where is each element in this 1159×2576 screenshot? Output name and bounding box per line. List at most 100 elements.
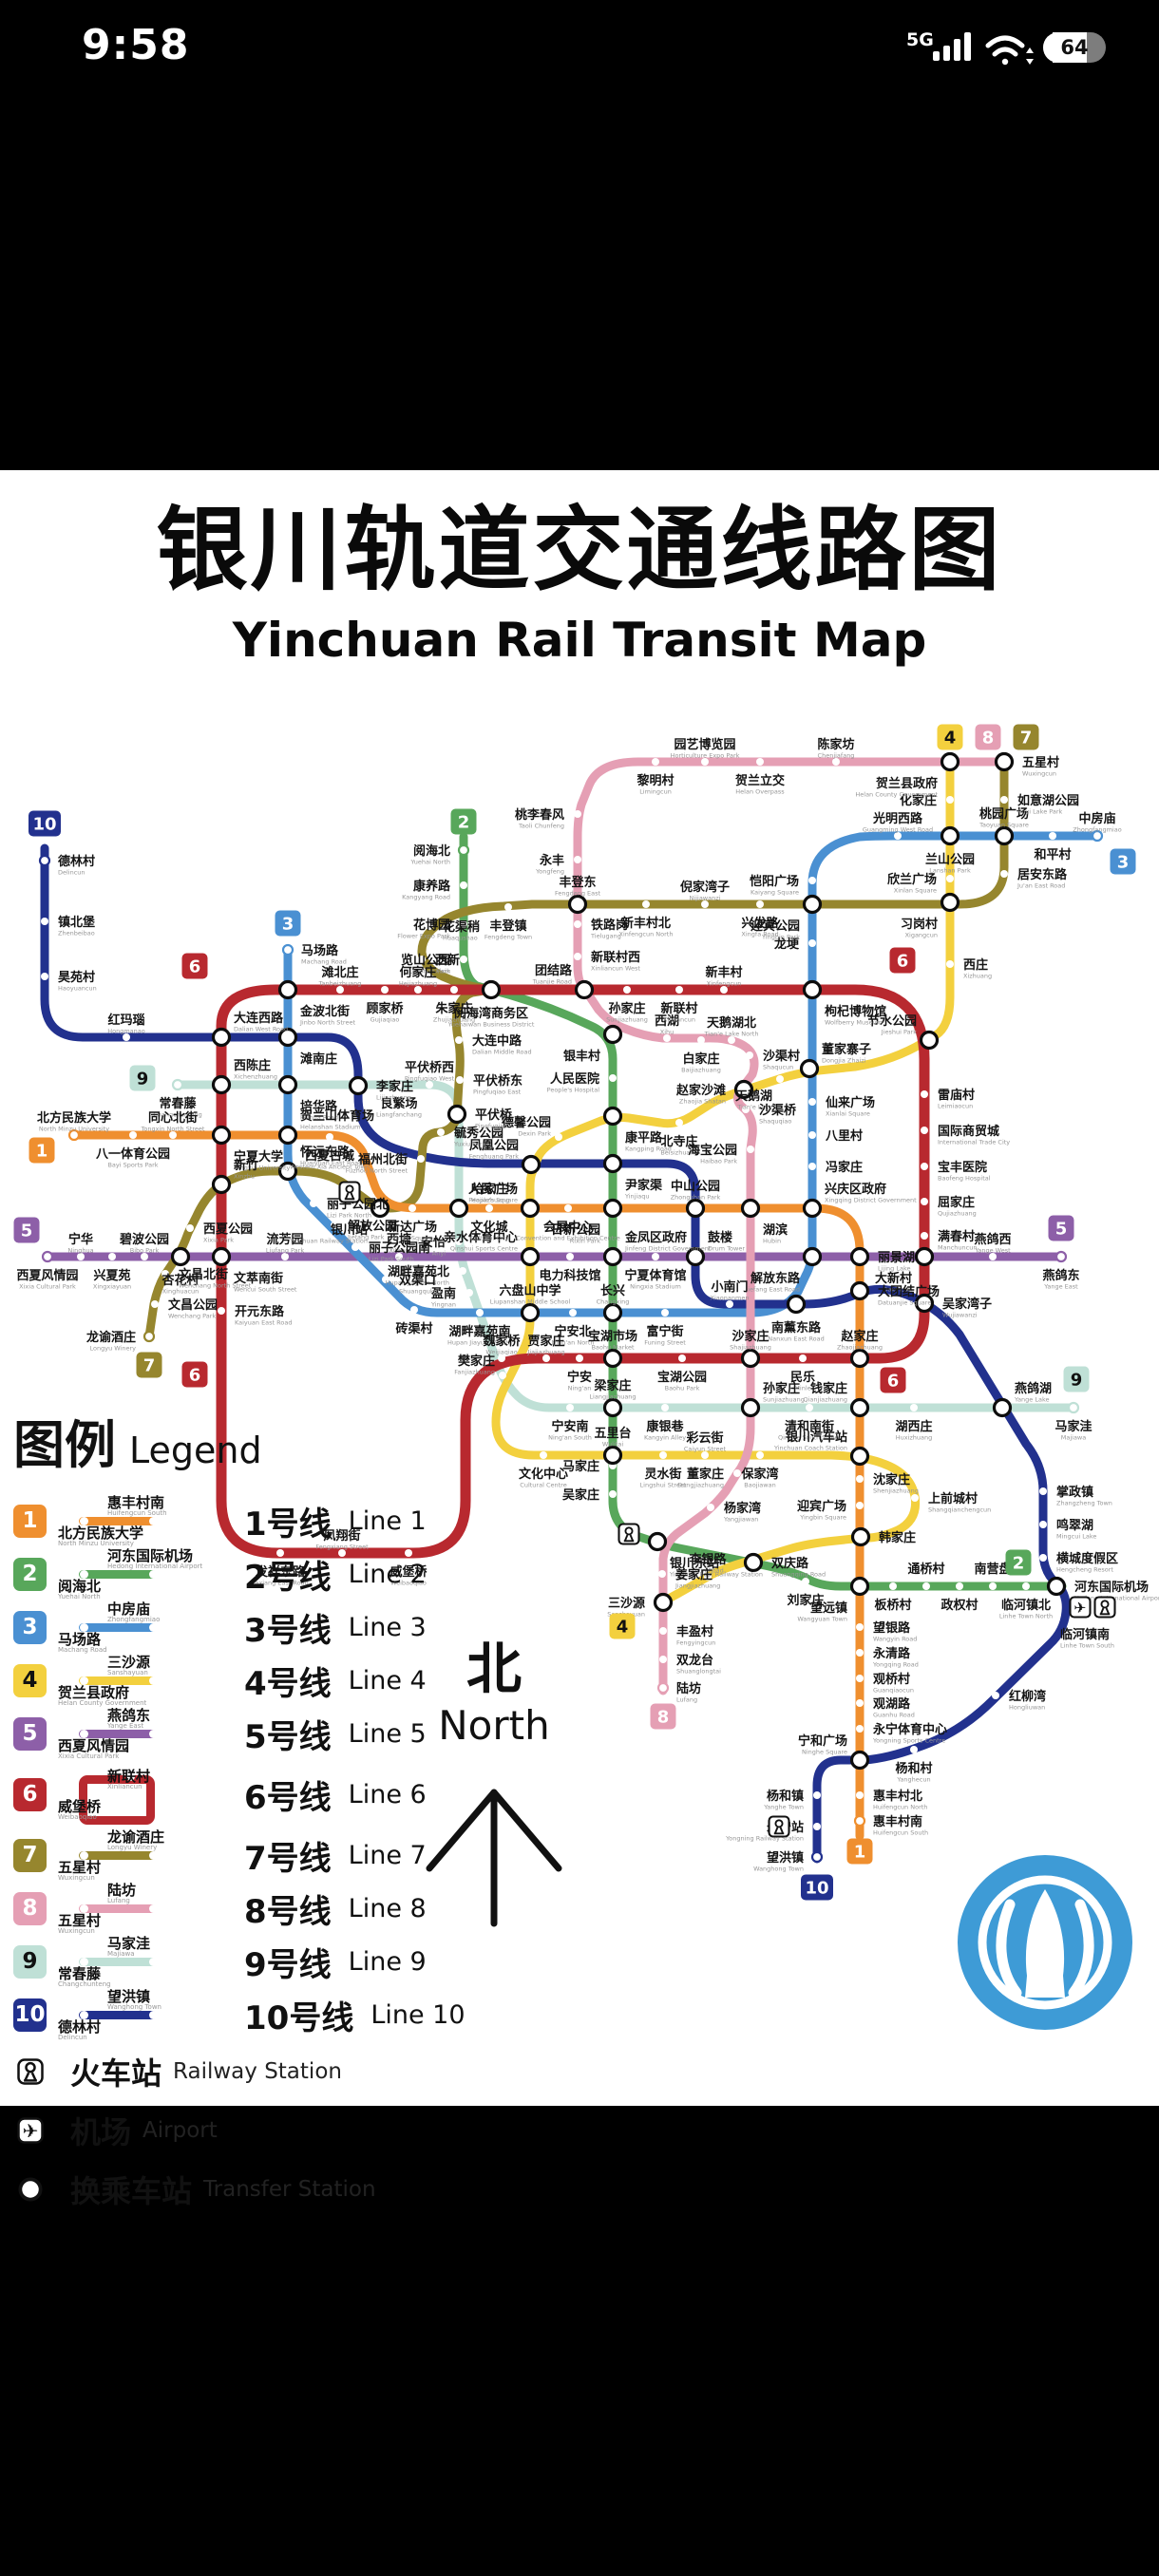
station-marker [989, 1582, 997, 1590]
station-label-en: Wulitai [602, 1441, 623, 1449]
page-subtitle: Yinchuan Rail Transit Map [232, 613, 927, 668]
svg-text:6: 6 [897, 952, 909, 972]
station-label-en: Horticulture Expo Park [671, 752, 740, 760]
station-label-en: Liyin Road [692, 1567, 724, 1575]
station-label-en: Machang Road [301, 958, 347, 966]
line-1-badge: 1 [846, 1838, 873, 1865]
svg-text:1: 1 [36, 1142, 48, 1162]
wifi-icon [985, 35, 1025, 66]
station-label-en: Xigangcun [905, 932, 938, 939]
station-label-en: Caiyun Street [684, 1446, 727, 1453]
station-label-en: Hubin [763, 1238, 781, 1245]
station-label: 砖渠村 [395, 1321, 432, 1336]
station-label: 红柳湾 [1009, 1689, 1046, 1704]
station-label: 兴庆区政府 [825, 1182, 886, 1197]
transfer-station-marker [740, 1198, 761, 1219]
station-label-en: Fanjiazhuang [454, 1369, 495, 1376]
station-label-en: Ningxia University [234, 1165, 291, 1172]
svg-text:10: 10 [805, 1879, 828, 1899]
transfer-station-marker [992, 1397, 1013, 1418]
legend-line-name: 9号线 [244, 1945, 332, 1984]
line-6-badge: 6 [181, 953, 208, 979]
station-label: 清和南街 [785, 1419, 834, 1434]
legend-line-name: 8号线 [244, 1892, 332, 1931]
line-6-badge: 6 [880, 1367, 906, 1393]
transfer-station-marker [277, 979, 298, 1000]
station-marker [701, 758, 709, 766]
station-label: 姜家庄 [675, 1567, 712, 1582]
station-label: 西湖 [655, 1014, 679, 1029]
line-8-badge: 8 [13, 1891, 47, 1925]
station-label-en: Cultural Centre [520, 1482, 566, 1489]
railway-station-icon [618, 1523, 640, 1545]
svg-text:2: 2 [458, 813, 470, 833]
station-label-en: Bayi Sports Park [107, 1162, 158, 1169]
station-marker [663, 1034, 671, 1042]
legend-line-name: 10号线 [244, 1998, 354, 2037]
terminal-station-marker [656, 1681, 670, 1695]
line-6-path [216, 984, 930, 1559]
transfer-station-marker [994, 825, 1015, 846]
station-marker [542, 1354, 550, 1362]
line-7-badge: 7 [1013, 724, 1039, 750]
station-label-en: Yinchuan East Railway Station [669, 1571, 763, 1579]
station-label: 花渠稍 [443, 919, 480, 935]
svg-text:1: 1 [854, 1843, 866, 1863]
terminal-station-marker [810, 1850, 824, 1864]
station-label: 光明西路 [872, 811, 923, 826]
station-marker [742, 1106, 750, 1113]
station-label: 长兴 [600, 1283, 625, 1298]
transfer-station-marker [520, 1198, 541, 1219]
station-label-en: Ninghua [67, 1247, 93, 1255]
station-marker [456, 1076, 464, 1084]
transfer-station-marker [849, 1576, 870, 1597]
station-label: 电力科技馆 [539, 1268, 600, 1283]
line-10-badge: 10 [28, 810, 61, 837]
station-label: 板桥村 [874, 1598, 911, 1613]
station-label-en: Minle [794, 1385, 810, 1392]
terminal-station-marker [1091, 829, 1104, 843]
station-label: 孙家庄 [608, 1001, 645, 1016]
station-label: 银丰村 [563, 1049, 600, 1064]
station-label-en: Yange West [974, 1247, 1011, 1255]
station-marker [675, 986, 683, 994]
station-marker [410, 1306, 418, 1314]
station-label-en: Xichenzhuang [234, 1073, 277, 1081]
station-label-en: Rixin Park [570, 1238, 600, 1245]
station-label: 凤凰公园 [469, 1139, 519, 1153]
station-label-en: Hongliuwan [1009, 1704, 1045, 1712]
station-label: 燕鸽东 [1042, 1268, 1079, 1283]
station-label-en: Yingbin Park [761, 934, 800, 941]
line-2-badge: 2 [1005, 1549, 1032, 1576]
station-label: 南薰东路 [771, 1320, 822, 1335]
station-marker [642, 900, 650, 908]
station-label: 仙来广场 [826, 1095, 875, 1110]
station-label: 丰登东 [559, 875, 596, 890]
station-label-en: Sunjiazhuang [763, 1396, 805, 1404]
station-marker [946, 796, 954, 804]
svg-text:8: 8 [657, 1708, 670, 1728]
station-marker [1039, 1521, 1047, 1528]
station-label-en: Xinghuacun [162, 1288, 200, 1296]
station-label-en: Kangping Road [625, 1146, 672, 1153]
station-label: 贺兰县政府 [875, 776, 938, 791]
transfer-station-marker [446, 1104, 467, 1125]
station-label: 湖畔嘉苑北 [388, 1264, 449, 1279]
station-marker [395, 1253, 403, 1260]
station-label: 贺兰立交 [734, 773, 785, 788]
station-label: 满春村 [938, 1229, 975, 1244]
station-label: 横城度假区 [1056, 1551, 1118, 1566]
station-label: 新联村西 [591, 950, 640, 965]
station-label-en: Yongning Sports Centre [872, 1737, 945, 1745]
station-label: 董家庄 [687, 1467, 724, 1482]
station-label-en: Pingfuqiao West [405, 1075, 455, 1083]
station-label: 政权村 [940, 1598, 978, 1613]
station-label: 杨和村 [895, 1761, 932, 1776]
station-label-en: Zhongfangmiao [1073, 826, 1121, 834]
station-label: 三沙源 [608, 1596, 645, 1611]
station-marker [701, 900, 709, 908]
station-marker [747, 1146, 754, 1153]
station-marker [658, 1570, 666, 1578]
